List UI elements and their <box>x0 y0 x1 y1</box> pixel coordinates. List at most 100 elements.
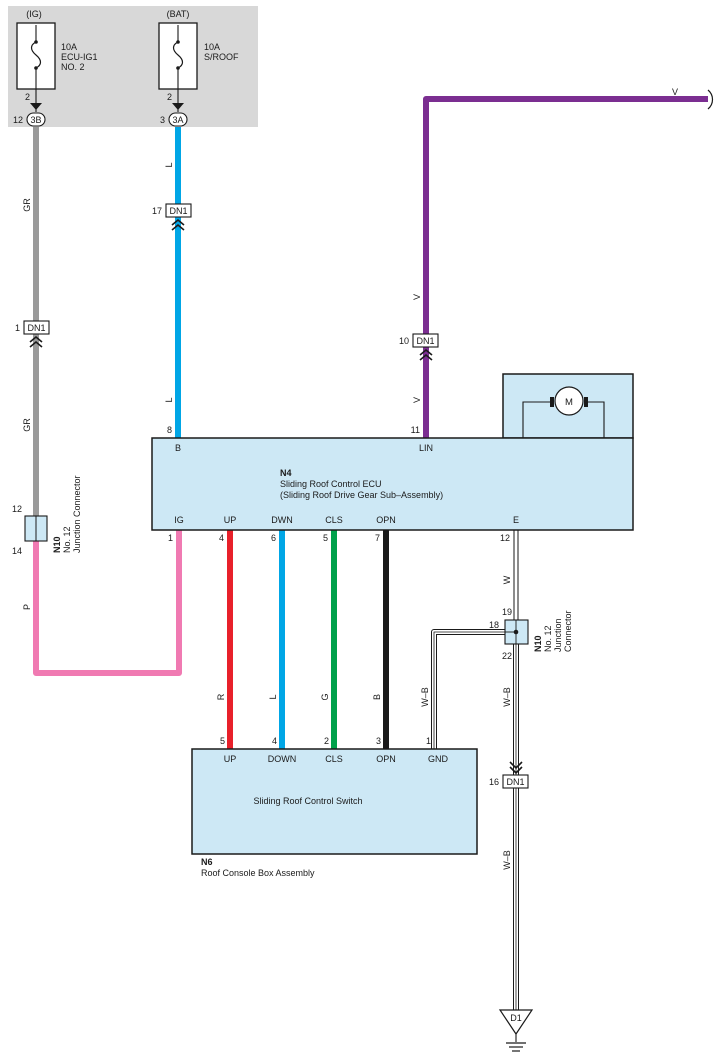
fuse1-name2: NO. 2 <box>61 62 85 72</box>
svg-text:16: 16 <box>489 777 499 787</box>
switch-pin-4: 4 <box>272 736 277 746</box>
ecu-pin-label-dwn: DWN <box>271 515 293 525</box>
ecu-pin-5: 5 <box>323 533 328 543</box>
junction-right-pin-left: 18 <box>489 620 499 630</box>
fuse2-supply: (BAT) <box>167 9 190 19</box>
switch-pin-label-cls: CLS <box>325 754 343 764</box>
junction-left-line1: No. 12 <box>62 526 72 553</box>
ecu-name: Sliding Roof Control ECU <box>280 479 382 489</box>
fuse1-connector <box>26 112 46 127</box>
switch-pin-label-opn: OPN <box>376 754 396 764</box>
svg-text:DN1: DN1 <box>169 206 187 216</box>
switch-pin-1: 1 <box>426 736 431 746</box>
ecu-pin-11: 11 <box>411 425 420 435</box>
ecu-pin-1: 1 <box>168 533 173 543</box>
svg-text:3B: 3B <box>30 115 41 125</box>
fuse2-name: S/ROOF <box>204 52 239 62</box>
ground-icon <box>498 1009 534 1036</box>
fuse1-pin: 2 <box>25 92 30 102</box>
junction-right-line1: No. 12 <box>543 625 553 652</box>
fuse2-connector <box>168 112 188 127</box>
switch-pin-3: 3 <box>376 736 381 746</box>
switch-box <box>191 748 478 855</box>
wire-label: W <box>502 575 512 584</box>
junction-right-pin-bottom: 22 <box>502 651 512 661</box>
wire-label: W–B <box>420 687 430 707</box>
junction-left-pin-top: 12 <box>12 504 22 514</box>
wire-label: R <box>216 693 226 700</box>
switch-name: Sliding Roof Control Switch <box>253 796 362 806</box>
wire-label: GR <box>22 198 32 212</box>
ecu-pin-label-e: E <box>513 515 519 525</box>
ecu-pin-8: 8 <box>167 425 172 435</box>
junction-left-code: N10 <box>52 536 62 553</box>
wire-label: G <box>320 693 330 700</box>
wire-label: L <box>164 162 174 167</box>
chevron-down-icon <box>509 761 523 775</box>
chevron-up-icon <box>29 335 43 348</box>
ecu-pin-label-up: UP <box>224 515 237 525</box>
wire-label: W–B <box>502 687 512 707</box>
wire-label: V <box>412 294 422 300</box>
wire-label: P <box>22 604 32 610</box>
wire-label: W–B <box>502 850 512 870</box>
connector-dn1-gnd <box>502 774 529 789</box>
arrow-down-icon <box>30 103 42 110</box>
svg-text:17: 17 <box>152 206 162 216</box>
junction-right-pin-top: 19 <box>502 607 512 617</box>
chevron-up-icon <box>171 218 185 231</box>
switch-pin-label-gnd: GND <box>428 754 449 764</box>
svg-text:3A: 3A <box>172 115 183 125</box>
ecu-pin-4: 4 <box>219 533 224 543</box>
fuse1-terminal: 12 <box>13 115 23 125</box>
svg-text:1: 1 <box>15 323 20 333</box>
junction-left-pin-bottom: 14 <box>12 546 22 556</box>
svg-text:DN1: DN1 <box>506 777 524 787</box>
switch-pin-label-up: UP <box>224 754 237 764</box>
switch-pin-5: 5 <box>220 736 225 746</box>
junction-left-line2: Junction Connector <box>72 475 82 553</box>
ecu-pin-label-lin: LIN <box>419 443 433 453</box>
motor-icon <box>554 386 584 416</box>
switch-pin-label-down: DOWN <box>268 754 297 764</box>
wire-label: V <box>412 397 422 403</box>
fuse2-terminal: 3 <box>160 115 165 125</box>
connector-dn1-l <box>165 203 192 218</box>
switch-pin-2: 2 <box>324 736 329 746</box>
ecu-pin-label-b: B <box>175 443 181 453</box>
connector-dn1-gr <box>23 320 50 335</box>
fuse1-rating: 10A <box>61 42 77 52</box>
wire-v <box>423 96 708 438</box>
ecu-pin-7: 7 <box>375 533 380 543</box>
fuse1-name: ECU-IG1 <box>61 52 98 62</box>
wire-label: GR <box>22 418 32 432</box>
wire-label: L <box>164 397 174 402</box>
fuse2-pin: 2 <box>167 92 172 102</box>
connector-dn1-v <box>412 333 439 348</box>
wire-p <box>33 530 182 676</box>
wire-label: V <box>672 87 678 97</box>
chevron-up-icon <box>419 348 433 361</box>
ecu-pin-label-ig: IG <box>174 515 184 525</box>
fuse2-rating: 10A <box>204 42 220 52</box>
junction-right-line2: Junction <box>553 618 563 652</box>
ecu-pin-12: 12 <box>500 533 510 543</box>
continuation-icon <box>707 89 714 110</box>
svg-text:10: 10 <box>399 336 409 346</box>
ground-name: D1 <box>510 1013 522 1023</box>
fuse1-supply: (IG) <box>26 9 42 19</box>
ecu-pin-label-opn: OPN <box>376 515 396 525</box>
wire-label: L <box>268 694 278 699</box>
wire-w-b-gnd <box>431 629 505 749</box>
ecu-sub: (Sliding Roof Drive Gear Sub–Assembly) <box>280 490 443 500</box>
junction-right-code: N10 <box>533 635 543 652</box>
svg-text:M: M <box>565 397 573 408</box>
switch-assembly: Roof Console Box Assembly <box>201 868 315 878</box>
svg-text:DN1: DN1 <box>27 323 45 333</box>
arrow-down-icon <box>172 103 184 110</box>
junction-right-line3: Connector <box>563 610 573 652</box>
svg-text:DN1: DN1 <box>416 336 434 346</box>
ecu-pin-label-cls: CLS <box>325 515 343 525</box>
ecu-box <box>151 437 634 531</box>
